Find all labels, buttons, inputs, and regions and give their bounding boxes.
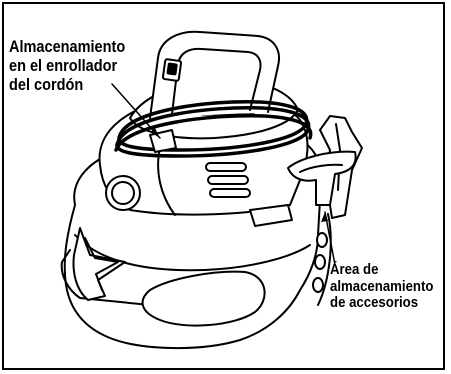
cord-storage-label: Almacenamiento en el enrollador del cord… — [9, 38, 125, 95]
figure-frame — [2, 2, 445, 368]
cord-storage-line-2: en el enrollador — [9, 57, 118, 75]
accessory-storage-label: Área de almacenamiento de accesorios — [330, 261, 434, 312]
accessory-storage-line-2: almacenamiento — [330, 277, 434, 295]
accessory-storage-line-3: de accesorios — [330, 294, 419, 311]
top-cap — [129, 30, 299, 140]
accessory-storage-line-1: Área de — [330, 261, 379, 278]
cord-storage-line-1: Almacenamiento — [9, 38, 126, 56]
cord-storage-leader — [111, 83, 161, 139]
cord-storage-line-3: del cordón — [9, 76, 84, 94]
figure-bottom-rule — [2, 368, 445, 370]
wrapped-cord — [114, 100, 313, 158]
accessory-tool — [287, 115, 363, 219]
leader-lines — [111, 83, 336, 266]
